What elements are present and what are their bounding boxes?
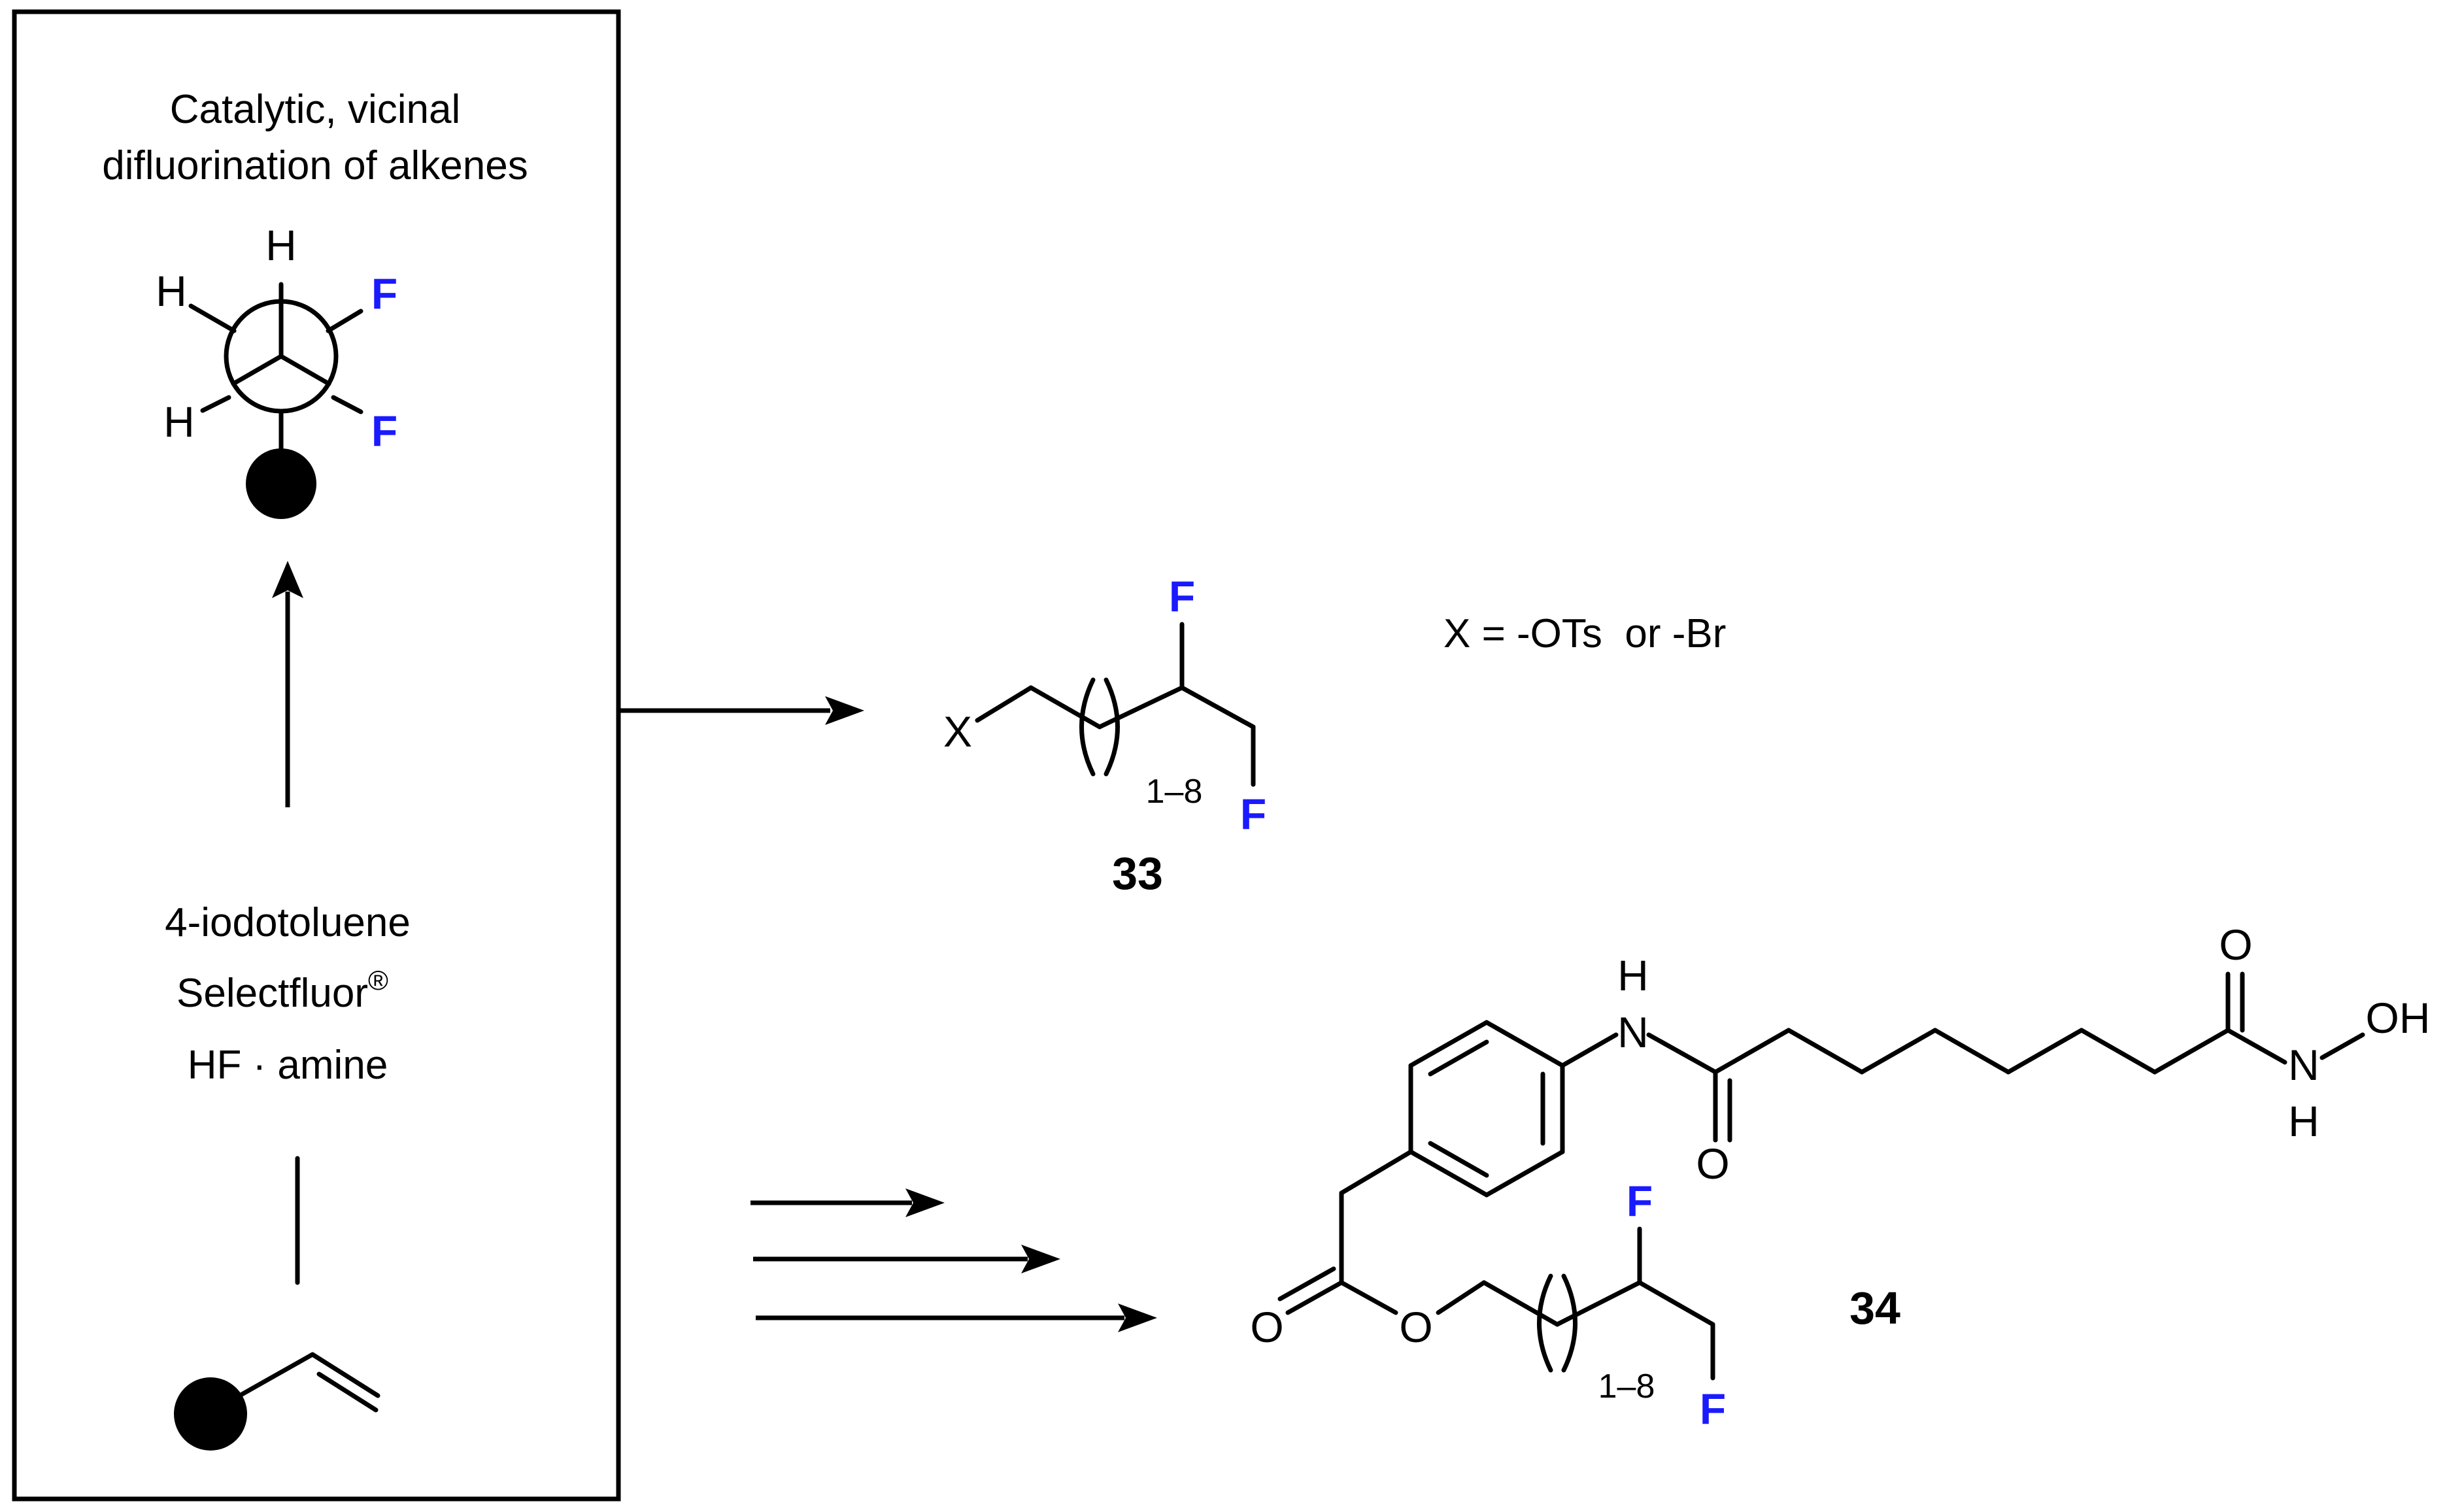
atom-n-hydroxamic: N [2288, 1041, 2319, 1089]
newman-f-lower-right: F [371, 407, 397, 455]
compound-label-34: 34 [1849, 1283, 1900, 1334]
atom-o-carbonyl-ester: O [1250, 1303, 1283, 1351]
substituent-ball-top [246, 448, 316, 519]
upward-arrow [272, 561, 303, 807]
repeat-count-34: 1–8 [1598, 1368, 1655, 1405]
atom-f-34-top: F [1627, 1177, 1653, 1225]
reagent-selectfluor: Selectfluor® [177, 965, 388, 1016]
newman-projection: H H H F F [156, 221, 397, 519]
atom-h-hydroxamic: H [2288, 1097, 2319, 1145]
newman-f-upper-right: F [371, 269, 397, 318]
reagent-hf-amine: HF · amine [188, 1043, 388, 1088]
newman-h-upper-left: H [156, 267, 187, 315]
atom-o-ester: O [1399, 1303, 1432, 1351]
compound-34-structure: N H O O N H OH O O 1–8 F F [1250, 920, 2430, 1433]
substituent-ball-bottom [174, 1377, 247, 1451]
atom-h-amide: H [1617, 951, 1649, 1000]
catalysis-box [12, 9, 621, 1502]
newman-h-top: H [265, 221, 297, 269]
box-title-line2: difluorination of alkenes [102, 143, 528, 188]
reagent-iodotoluene: 4-iodotoluene [165, 900, 411, 945]
arrow-to-33 [618, 696, 864, 725]
atom-f-34-bottom: F [1700, 1385, 1726, 1433]
atom-o-hydroxamic: O [2219, 920, 2252, 969]
box-title-line1: Catalytic, vicinal [170, 87, 460, 132]
atom-o-amide: O [1696, 1139, 1729, 1188]
atom-f-33-bottom: F [1240, 790, 1266, 838]
compound-label-33: 33 [1112, 848, 1163, 899]
newman-h-lower-left: H [163, 397, 195, 446]
compound-33-structure: X 1–8 F F [943, 572, 1266, 838]
atom-oh: OH [2366, 994, 2431, 1042]
atom-f-33-top: F [1169, 572, 1195, 620]
x-definition: X = -OTs or -Br [1443, 611, 1726, 656]
atom-x: X [943, 707, 972, 756]
atom-n-amide: N [1617, 1008, 1649, 1056]
multi-step-arrows [750, 1188, 1157, 1332]
alkene-substrate [174, 1352, 380, 1451]
repeat-count-33: 1–8 [1146, 773, 1203, 811]
